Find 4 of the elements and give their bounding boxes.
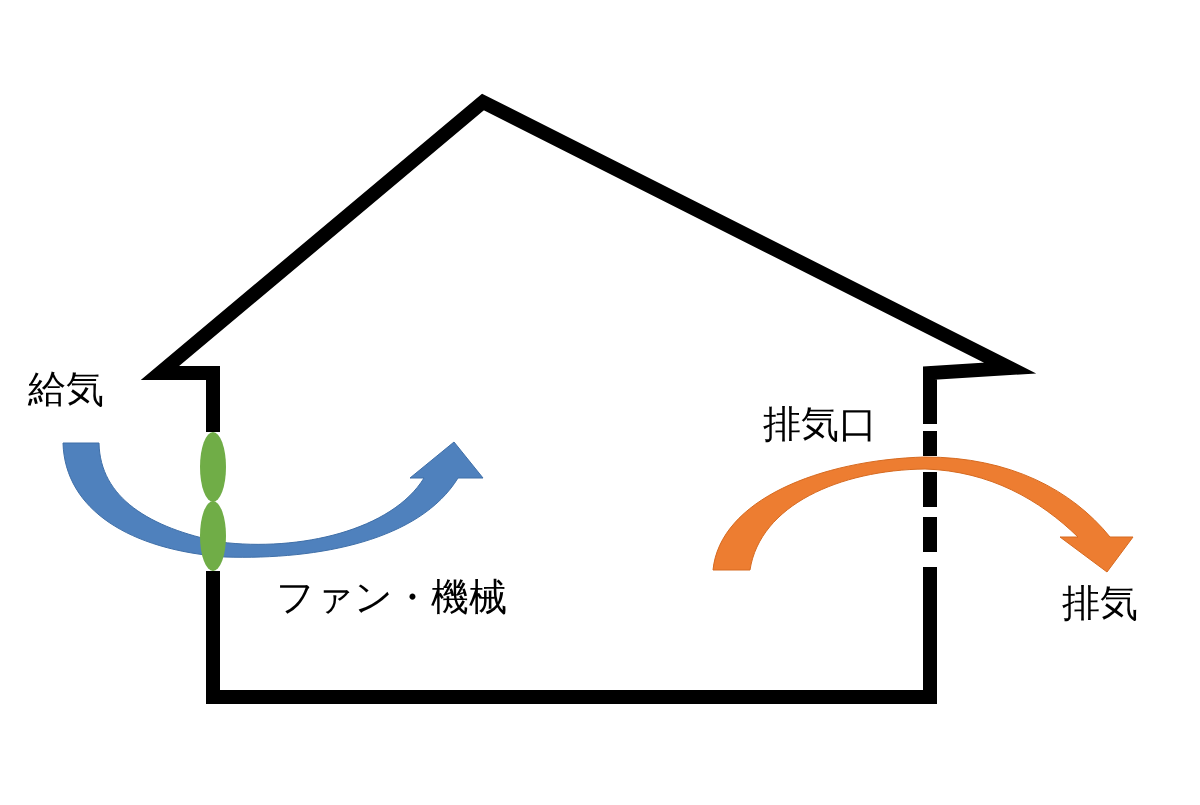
supply-air-label: 給気 (28, 368, 104, 412)
fan-label: ファン・機械 (276, 576, 507, 620)
exhaust-air-label: 排気 (1062, 582, 1138, 626)
exhaust-vent-label: 排気口 (763, 403, 877, 447)
